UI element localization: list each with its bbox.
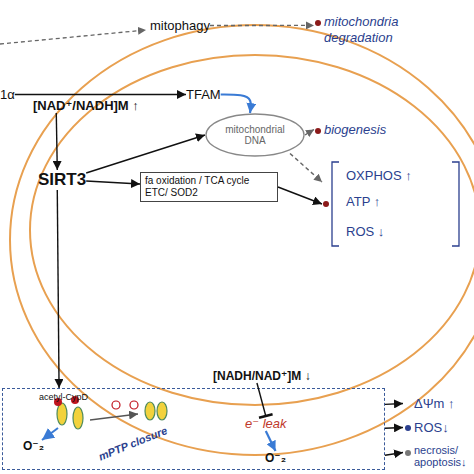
sirt3-label: SIRT3 [38, 170, 86, 190]
node-text: [NAD⁺/NADH]M ↑ [33, 98, 139, 113]
outcome-label: necrosis/ apoptosis↓ [403, 444, 473, 468]
mptp-pore [145, 402, 155, 420]
node-text: SIRT3 [38, 170, 86, 190]
node-text: TFAM [186, 87, 221, 102]
bullet-dot [315, 20, 321, 26]
node-text: biogenesis [324, 122, 386, 137]
outcome-label: ΔΨm ↑ [403, 396, 455, 411]
mptp-pore [73, 407, 83, 429]
deacetylated-group [112, 401, 120, 409]
node-text: ROS↓ [414, 420, 449, 435]
bullet-dot [323, 201, 329, 207]
deacetylated-group [130, 401, 138, 409]
superoxide-arrow [42, 428, 58, 440]
connector-arrow [278, 187, 322, 204]
inner-membrane [30, 55, 474, 405]
connector-arrow [305, 130, 314, 136]
mtdna-ellipse: mitochondrial DNA [205, 113, 305, 157]
outcome-label: mitochondria degradation [314, 14, 449, 47]
connector-arrow [385, 403, 403, 405]
node-text: mitochondria degradation [324, 14, 449, 47]
connector-arrow [290, 153, 322, 182]
bullet-dot [315, 128, 321, 134]
outer-membrane [10, 25, 474, 455]
superoxide-label: O⁻₂ [265, 451, 286, 465]
mptp-pore [157, 402, 167, 420]
node-text: [NADH/NAD⁺]M ↓ [213, 369, 311, 383]
connector-arrow [86, 135, 205, 173]
connector-arrow [57, 190, 59, 388]
right-bracket [452, 162, 459, 246]
node-text: O⁻₂ [23, 439, 44, 453]
outcome-label: ROS↓ [403, 420, 449, 435]
process-label: mitophagy [150, 18, 210, 33]
connector-arrow [266, 431, 276, 451]
factor-label: TFAM [186, 87, 221, 102]
outcome-bracket: OXPHOS ↑ ATP ↑ ROS ↓ [322, 160, 464, 248]
ellipse-outline [206, 114, 304, 156]
ratio-label: [NADH/NAD⁺]M ↓ [213, 369, 311, 383]
node-text: 1α [0, 87, 15, 102]
connector-arrow [86, 181, 140, 184]
node-text: ATP ↑ [346, 194, 380, 209]
node-text: fa oxidation / TCA cycle ETC/ SOD2 [145, 175, 273, 199]
outcome-label: biogenesis [314, 122, 386, 137]
node-text: e⁻ leak [245, 416, 287, 431]
mptp-dashed-box: acetyl-CypD O⁻₂ mPTP closure e⁻ leakO⁻₂ [2, 388, 385, 470]
connector-arrow [15, 94, 186, 95]
connector-arrow [221, 95, 251, 114]
node-text: OXPHOS ↑ [346, 168, 412, 183]
connector-arrow [210, 25, 314, 27]
connector-arrow [385, 452, 403, 455]
left-bracket [332, 162, 339, 246]
mptp-pore [57, 403, 67, 425]
node-text: ΔΨm ↑ [414, 396, 455, 411]
bullet-dot [405, 425, 411, 431]
leak-label: e⁻ leak [245, 416, 287, 431]
closure-arrow [90, 414, 138, 420]
process-box: fa oxidation / TCA cycle ETC/ SOD2 [140, 172, 278, 202]
connector-arrow [385, 427, 403, 429]
node-text: acetyl-CypD [39, 392, 88, 402]
ratio-label: [NAD⁺/NADH]M ↑ [33, 98, 139, 113]
node-text: mPTP closure [97, 424, 169, 462]
bullet-dot [405, 450, 411, 456]
factor-label: 1α [0, 87, 15, 102]
node-text: ROS ↓ [346, 224, 384, 239]
node-text: O⁻₂ [265, 451, 286, 465]
node-text: mitochondrial DNA [219, 124, 291, 147]
node-text: mitophagy [150, 18, 210, 33]
incoming-dashed-arrow [0, 30, 146, 44]
node-text: necrosis/ apoptosis↓ [414, 444, 473, 468]
connector-arrow [56, 113, 57, 170]
